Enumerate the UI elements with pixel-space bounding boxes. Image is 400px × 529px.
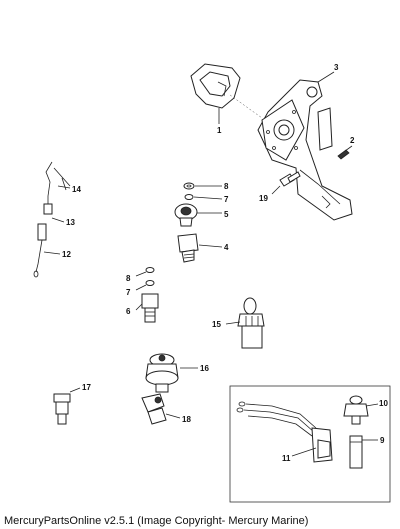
callout-4: 4 <box>224 243 229 252</box>
callout-8-upper: 8 <box>224 182 229 191</box>
part-15-connector <box>225 297 265 349</box>
callout-13: 13 <box>66 218 75 227</box>
callout-8-lower: 8 <box>126 274 131 283</box>
part-7-lower-washer <box>135 280 155 291</box>
callout-9: 9 <box>380 436 385 445</box>
callout-15: 15 <box>212 320 221 329</box>
callout-7-lower: 7 <box>126 288 131 297</box>
part-6-switch <box>135 293 159 323</box>
callout-7-upper: 7 <box>224 195 229 204</box>
part-2-screw <box>337 145 353 160</box>
callout-2: 2 <box>350 136 355 145</box>
callout-5: 5 <box>224 210 229 219</box>
inset-box <box>229 385 391 503</box>
part-14-wire <box>45 161 71 197</box>
part-18-elbow <box>141 393 181 425</box>
callout-1: 1 <box>217 126 222 135</box>
callout-19: 19 <box>259 194 268 203</box>
part-10-sender <box>343 395 379 425</box>
callout-6: 6 <box>126 307 131 316</box>
part-8-upper-washer <box>183 182 222 190</box>
part-5-sender <box>174 203 222 227</box>
part-13-terminal <box>43 196 65 223</box>
callout-10: 10 <box>379 399 388 408</box>
callout-12: 12 <box>62 250 71 259</box>
part-19-bolt <box>271 171 301 195</box>
part-12-connector <box>33 223 61 278</box>
part-4-adapter <box>177 233 223 263</box>
part-16-sender <box>145 353 198 393</box>
part-17-fitting <box>53 387 81 425</box>
callout-14: 14 <box>72 185 81 194</box>
callout-17: 17 <box>82 383 91 392</box>
part-7-upper-washer <box>184 194 223 200</box>
part-11-harness <box>236 401 333 463</box>
part-8-lower-washer <box>135 267 155 277</box>
part-1-clip <box>190 63 241 124</box>
callout-3: 3 <box>334 63 339 72</box>
callout-16: 16 <box>200 364 209 373</box>
part-3-bracket <box>229 71 353 221</box>
copyright-footer: MercuryPartsOnline v2.5.1 (Image Copyrig… <box>4 515 309 527</box>
part-9-adapter <box>349 435 378 469</box>
callout-11: 11 <box>282 454 291 463</box>
callout-18: 18 <box>182 415 191 424</box>
